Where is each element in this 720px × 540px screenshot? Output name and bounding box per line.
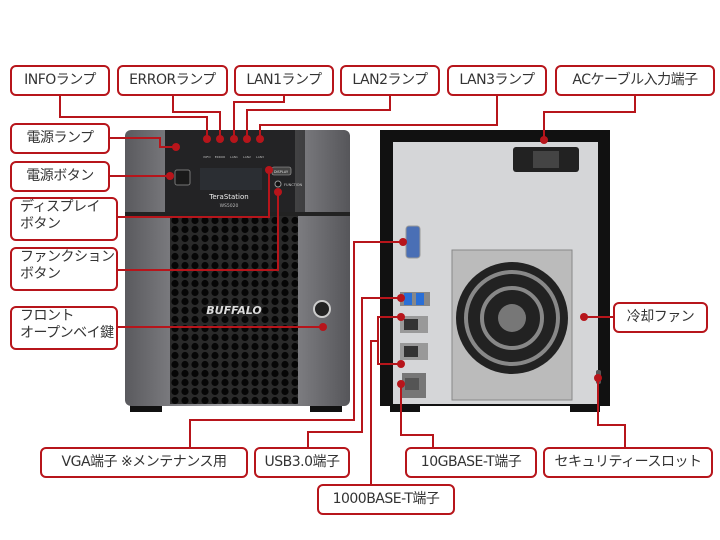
label-cooling-fan: 冷却ファン [613, 302, 708, 333]
label-info-lamp: INFOランプ [10, 65, 110, 96]
brand-logo: BUFFALO [206, 304, 261, 317]
leader-lines [59, 95, 636, 484]
label-security-slot: セキュリティースロット [543, 447, 713, 478]
label-usb-port: USB3.0端子 [254, 447, 350, 478]
label-ac-input: ACケーブル入力端子 [555, 65, 715, 96]
label-function-button-line2: ボタン [20, 266, 61, 282]
label-1000base-port: 1000BASE-T端子 [317, 484, 455, 515]
label-function-button-line1: ファンクション [20, 249, 115, 265]
label-front-key-line2: オープンベイ鍵 [20, 325, 114, 341]
led-caption-lan2: LAN2 [243, 155, 251, 159]
label-display-button-line2: ボタン [20, 216, 61, 232]
label-lan3-lamp: LAN3ランプ [447, 65, 547, 96]
label-display-button-line1: ディスプレイ [20, 199, 101, 215]
back-unit [380, 130, 610, 412]
label-front-key: フロント オープンベイ鍵 [10, 306, 118, 350]
label-power-lamp: 電源ランプ [10, 123, 110, 154]
led-caption-lan1: LAN1 [230, 155, 238, 159]
model-number: WS5020 [220, 203, 239, 209]
function-key-label: FUNCTION [284, 183, 303, 187]
model-name: TeraStation [208, 193, 248, 201]
label-display-button: ディスプレイ ボタン [10, 197, 118, 241]
label-lan2-lamp: LAN2ランプ [340, 65, 440, 96]
marker-dots [166, 135, 602, 388]
label-power-button: 電源ボタン [10, 161, 110, 192]
label-front-key-line1: フロント [20, 308, 75, 324]
label-function-button: ファンクション ボタン [10, 247, 118, 291]
label-lan1-lamp: LAN1ランプ [234, 65, 334, 96]
led-caption-error: ERROR [215, 155, 226, 159]
label-10gbase-port: 10GBASE-T端子 [405, 447, 537, 478]
led-caption-lan3: LAN3 [256, 155, 264, 159]
front-unit: DISPLAY FUNCTION TeraStation WS5020 BUFF… [125, 130, 350, 412]
display-key-label: DISPLAY [274, 170, 289, 174]
led-caption-info: INFO [203, 155, 211, 159]
label-error-lamp: ERRORランプ [117, 65, 228, 96]
key-lock-icon [313, 300, 331, 318]
label-vga-port: VGA端子 ※メンテナンス用 [40, 447, 248, 478]
